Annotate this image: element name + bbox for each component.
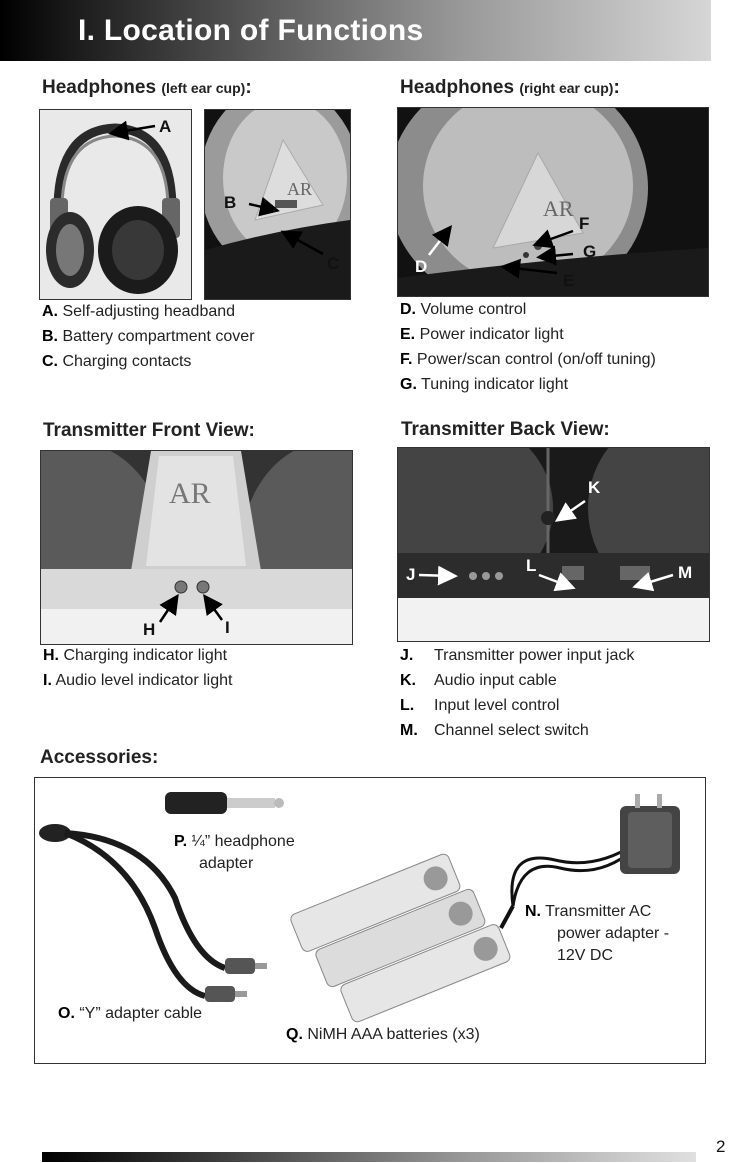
callout-f: F: [579, 214, 590, 233]
legend-item-c: C. Charging contacts: [42, 353, 192, 370]
callout-b: B: [224, 193, 237, 212]
callout-g: G: [583, 242, 597, 261]
left-cup-colon: :: [245, 77, 252, 98]
right-cup-legend: D. Volume control E. Power indicator lig…: [400, 297, 656, 397]
tx-front-title: Transmitter Front View:: [43, 420, 255, 441]
header-banner: [0, 0, 711, 61]
tx-back-callout-arrows: [418, 499, 674, 592]
legend-item-i: I. Audio level indicator light: [43, 672, 233, 689]
legend-item-b: B. Battery compartment cover: [42, 328, 255, 345]
callout-m: M: [678, 563, 693, 582]
svg-text:AR: AR: [287, 179, 312, 199]
callout-i: I: [225, 618, 230, 637]
callout-h: H: [143, 620, 156, 639]
transmitter-front-photo: AR: [40, 450, 353, 645]
legend-item-e: E. Power indicator light: [400, 326, 564, 343]
legend-item-a: A. Self-adjusting headband: [42, 303, 236, 320]
transmitter-back-photo: [397, 447, 710, 642]
right-cup-photo: AR: [397, 107, 709, 297]
accessories-title: Accessories:: [40, 747, 159, 768]
left-cup-title: Headphones: [42, 77, 157, 98]
callout-l: L: [526, 556, 537, 575]
headphones-full-photo: [39, 109, 192, 300]
legend-item-f: F. Power/scan control (on/off tuning): [400, 351, 656, 368]
callout-j: J: [406, 565, 416, 584]
footer-bar: [42, 1152, 696, 1162]
legend-item-k: K.Audio input cable: [400, 672, 557, 689]
right-cup-subtitle: (right ear cup): [519, 80, 614, 96]
legend-item-l: L.Input level control: [400, 697, 560, 714]
right-cup-heading: Headphones (right ear cup):: [400, 77, 620, 99]
legend-item-d: D. Volume control: [400, 301, 527, 318]
right-cup-callout-arrows: [428, 225, 574, 279]
left-cup-heading: Headphones (left ear cup):: [42, 77, 252, 99]
accessories-illustration: [39, 792, 680, 1023]
left-cup-closeup-photo: AR: [204, 109, 351, 300]
right-cup-colon: :: [613, 77, 620, 98]
page-number: 2: [716, 1137, 726, 1156]
right-cup-title: Headphones: [400, 77, 515, 98]
tx-front-legend: H. Charging indicator light I. Audio lev…: [43, 643, 232, 693]
tx-back-title: Transmitter Back View:: [401, 419, 610, 440]
accessory-o: O. “Y” adapter cable: [58, 1005, 203, 1022]
page-title: I. Location of Functions: [78, 14, 424, 47]
legend-item-m: M.Channel select switch: [400, 722, 589, 739]
svg-text:AR: AR: [543, 196, 574, 221]
callout-k: K: [588, 478, 601, 497]
accessory-q: Q. NiMH AAA batteries (x3): [286, 1026, 480, 1043]
left-cup-subtitle: (left ear cup): [161, 80, 246, 96]
accessory-n: N. Transmitter AC power adapter - 12V DC: [525, 903, 670, 964]
accessories-panel: P. ¼” headphone adapter N. Transmitter A…: [34, 777, 706, 1064]
callout-e: E: [563, 271, 575, 290]
callout-c: C: [327, 254, 340, 273]
left-cup-legend: A. Self-adjusting headband B. Battery co…: [42, 299, 255, 374]
accessory-p: P. ¼” headphone adapter: [174, 833, 295, 872]
callout-a: A: [159, 117, 172, 136]
tx-back-legend: J.Transmitter power input jack K.Audio i…: [400, 643, 634, 743]
tx-front-callout-arrows: [158, 593, 224, 623]
legend-item-h: H. Charging indicator light: [43, 647, 228, 664]
callout-d: D: [415, 257, 428, 276]
svg-text:AR: AR: [169, 477, 211, 510]
legend-item-j: J.Transmitter power input jack: [400, 647, 635, 664]
legend-item-g: G. Tuning indicator light: [400, 376, 569, 393]
left-cup-callout-arrows: [108, 120, 324, 256]
